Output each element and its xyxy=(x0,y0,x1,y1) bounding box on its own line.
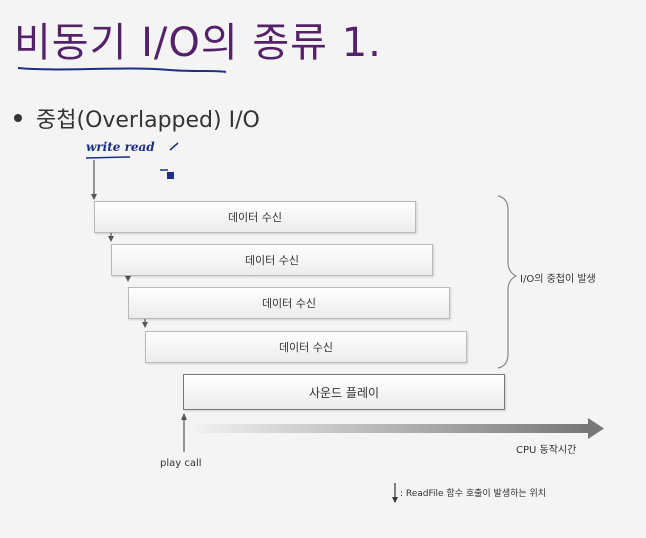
data-receive-box-3: 데이터 수신 xyxy=(128,287,450,319)
bullet-dot xyxy=(14,114,22,122)
overlap-brace xyxy=(497,195,518,369)
data-receive-label-1: 데이터 수신 xyxy=(227,211,283,224)
play-call-label: play call xyxy=(160,458,202,469)
cpu-axis-bar xyxy=(184,424,590,433)
data-receive-label-3: 데이터 수신 xyxy=(261,297,317,310)
play-call-arrowhead xyxy=(181,413,187,420)
overlap-label: I/O의 중첩이 발생 xyxy=(520,274,596,285)
sound-play-label: 사운드 플레이 xyxy=(308,385,380,400)
bullet-item: 중첩(Overlapped) I/O xyxy=(14,102,260,134)
readfile-arrowhead-1 xyxy=(108,236,114,242)
sound-play-box: 사운드 플레이 xyxy=(183,374,505,410)
slide-title: 비동기 I/O의 종류 1. xyxy=(14,20,382,66)
data-receive-label-4: 데이터 수신 xyxy=(278,341,334,354)
data-receive-box-4: 데이터 수신 xyxy=(145,331,467,363)
bullet-text: 중첩(Overlapped) I/O xyxy=(36,108,260,133)
data-receive-box-1: 데이터 수신 xyxy=(94,201,416,233)
cpu-axis-label: CPU 동작시간 xyxy=(516,445,577,456)
cpu-axis-arrowhead xyxy=(588,418,604,439)
handwriting-mark xyxy=(167,172,174,179)
data-receive-label-2: 데이터 수신 xyxy=(244,254,300,267)
title-underline xyxy=(17,67,227,73)
data-receive-box-2: 데이터 수신 xyxy=(111,244,433,276)
handwriting-tick xyxy=(169,142,179,151)
readfile-arrowhead-3 xyxy=(142,322,148,328)
legend-text: : ReadFile 함수 호출이 발생하는 위치 xyxy=(400,489,547,499)
legend-arrowhead xyxy=(392,497,398,503)
handwriting-underline xyxy=(85,156,131,159)
handwritten-annotation: write read xyxy=(86,140,155,154)
readfile-arrowhead-2 xyxy=(125,276,131,282)
readfile-arrowhead-0 xyxy=(91,194,97,200)
